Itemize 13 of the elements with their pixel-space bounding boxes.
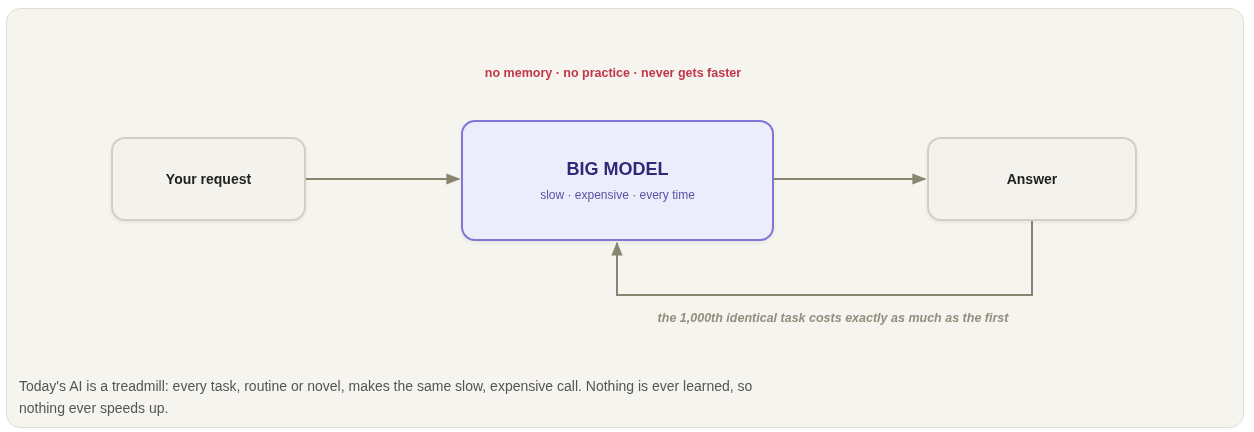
arrow bbox=[305, 173, 461, 185]
node-title: Your request bbox=[165, 171, 252, 187]
note-text: no memory · no practice · never gets faster bbox=[484, 66, 742, 80]
edge-label: the 1,000th identical task costs exactly as much as the first bbox=[657, 311, 1009, 325]
process-box bbox=[927, 137, 1137, 221]
node-title: BIG MODEL bbox=[566, 159, 669, 180]
caption: Today's AI is a treadmill: every task, routine or novel, makes the same slow, expensive call. Nothing is ever learned, so nothing ever speeds up. bbox=[19, 377, 754, 418]
node-subtitle: slow · expensive · every time bbox=[540, 188, 695, 202]
process-box bbox=[461, 120, 774, 241]
process-box bbox=[111, 137, 306, 221]
arrow bbox=[773, 173, 927, 185]
arrow bbox=[611, 220, 1033, 296]
node-title: Answer bbox=[1006, 171, 1058, 187]
